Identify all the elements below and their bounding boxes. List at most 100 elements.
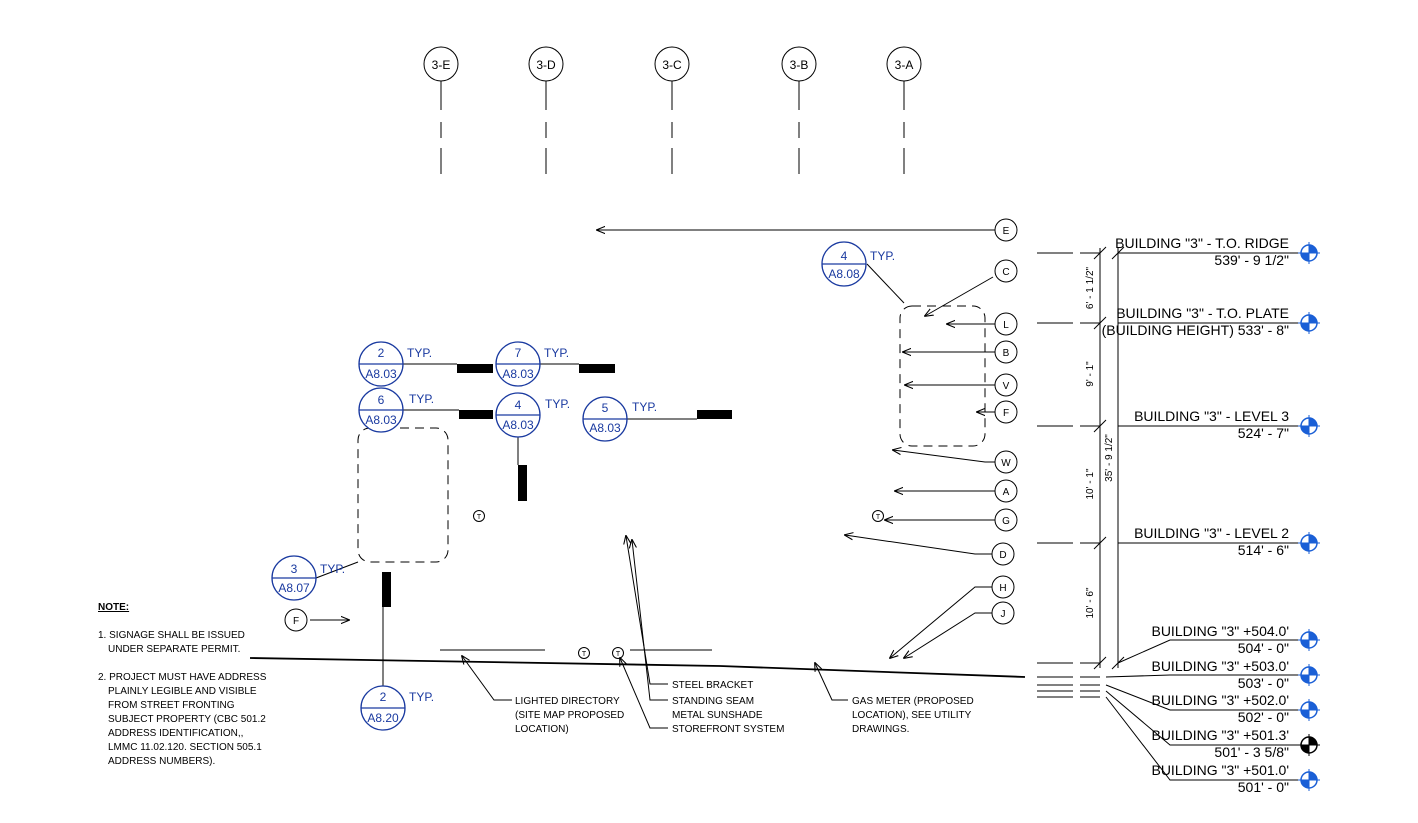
- note-line: PLAINLY LEGIBLE AND VISIBLE: [108, 686, 257, 697]
- keynote-g[interactable]: G: [994, 508, 1018, 532]
- label-leaders: [462, 536, 848, 729]
- grid-label: 3-C: [662, 58, 682, 72]
- callout-typ: TYP.: [320, 562, 345, 576]
- level-elevation: 504' - 0": [1238, 640, 1289, 656]
- level-2: BUILDING "3" - LEVEL 2 514' - 6": [1134, 525, 1289, 558]
- general-notes: NOTE: 1. SIGNAGE SHALL BE ISSUED UNDER S…: [98, 602, 267, 767]
- level-target-icon: [1298, 769, 1320, 791]
- grid-3c: 3-C: [654, 46, 690, 174]
- keynote-f-left[interactable]: F: [284, 608, 308, 632]
- level-elevation: 503' - 0": [1238, 675, 1289, 691]
- dim-l3-l2: 10' - 1": [1085, 468, 1096, 499]
- dim-plate-l3: 9' - 1": [1085, 361, 1096, 387]
- svg-text:T: T: [582, 651, 587, 658]
- keynote-l[interactable]: L: [994, 312, 1018, 336]
- keynote-label: J: [1001, 609, 1006, 620]
- svg-text:LOCATION), SEE UTILITY: LOCATION), SEE UTILITY: [852, 710, 972, 721]
- callout-7-a803[interactable]: 7 A8.03 TYP.: [495, 341, 579, 387]
- level-501: BUILDING "3" +501.0' 501' - 0": [1151, 762, 1289, 795]
- callout-4-a803[interactable]: 4 A8.03 TYP.: [495, 392, 570, 465]
- keynote-v[interactable]: V: [994, 373, 1018, 397]
- keynote-f[interactable]: F: [994, 400, 1018, 424]
- tag-symbols: T T T T: [473, 510, 884, 659]
- callout-3-a807[interactable]: 3 A8.07 TYP.: [271, 555, 359, 601]
- keynote-label: C: [1002, 267, 1009, 278]
- level-name: BUILDING "3" +502.0': [1151, 692, 1289, 708]
- callout-4-a808[interactable]: 4 A8.08 TYP.: [821, 241, 905, 304]
- callout-number: 3: [291, 562, 298, 576]
- level-3: BUILDING "3" - LEVEL 3 524' - 7": [1134, 408, 1289, 441]
- level-elevation: 502' - 0": [1238, 709, 1289, 725]
- lighted-directory-label: LIGHTED DIRECTORY (SITE MAP PROPOSED LOC…: [515, 696, 624, 735]
- callout-sheet: A8.03: [589, 421, 621, 435]
- level-name: BUILDING "3" - T.O. RIDGE: [1115, 235, 1289, 251]
- level-name: BUILDING "3" +503.0': [1151, 658, 1289, 674]
- level-elevation: 501' - 0": [1238, 779, 1289, 795]
- callout-number: 4: [515, 398, 522, 412]
- level-elevation: 514' - 6": [1238, 542, 1289, 558]
- keynote-a[interactable]: A: [994, 479, 1018, 503]
- callout-sheet: A8.03: [502, 367, 534, 381]
- grid-3a: 3-A: [886, 46, 922, 174]
- callout-sheet: A8.03: [365, 413, 397, 427]
- level-elevation: 501' - 3 5/8": [1214, 744, 1289, 760]
- storefront-label: STOREFRONT SYSTEM: [672, 724, 784, 735]
- level-tag-leaders: [1105, 252, 1305, 781]
- keynote-h[interactable]: H: [991, 575, 1015, 599]
- svg-text:LIGHTED DIRECTORY: LIGHTED DIRECTORY: [515, 696, 620, 707]
- dim-l2-base: 10' - 6": [1085, 587, 1096, 618]
- keynote-c[interactable]: C: [994, 259, 1018, 283]
- grid-label: 3-A: [895, 58, 914, 72]
- keynote-label: L: [1003, 320, 1009, 331]
- notes-title: NOTE:: [98, 602, 129, 613]
- level-503: BUILDING "3" +503.0' 503' - 0": [1151, 658, 1289, 691]
- level-502: BUILDING "3" +502.0' 502' - 0": [1151, 692, 1289, 725]
- callout-typ: TYP.: [409, 690, 434, 704]
- level-name: BUILDING "3" - LEVEL 3: [1134, 408, 1289, 424]
- callout-number: 5: [602, 401, 609, 415]
- callout-5-a803[interactable]: 5 A8.03 TYP.: [582, 396, 697, 442]
- level-elevation: (BUILDING HEIGHT) 533' - 8": [1102, 322, 1289, 338]
- callout-2-a803[interactable]: 2 A8.03 TYP.: [358, 341, 457, 387]
- svg-text:GAS METER (PROPOSED: GAS METER (PROPOSED: [852, 696, 974, 707]
- keynote-label: A: [1003, 487, 1010, 498]
- level-elevation: 524' - 7": [1238, 425, 1289, 441]
- grid-label: 3-B: [790, 58, 809, 72]
- keynote-b[interactable]: B: [994, 340, 1018, 364]
- steel-bracket-label: STEEL BRACKET: [672, 680, 753, 691]
- level-name: BUILDING "3" +501.3': [1151, 727, 1289, 743]
- callout-typ: TYP.: [632, 400, 657, 414]
- level-name: BUILDING "3" - LEVEL 2: [1134, 525, 1289, 541]
- callout-6-a803[interactable]: 6 A8.03 TYP.: [358, 387, 459, 433]
- callout-2-a820[interactable]: 2 A8.20 TYP.: [360, 685, 434, 731]
- svg-text:T: T: [876, 514, 881, 521]
- callout-sheet: A8.20: [367, 711, 399, 725]
- level-t-o-ridge: BUILDING "3" - T.O. RIDGE 539' - 9 1/2": [1115, 235, 1289, 268]
- level-target-icon: [1298, 699, 1320, 721]
- tag-symbol: T: [872, 510, 884, 522]
- callout-typ: TYP.: [545, 397, 570, 411]
- product-labels: STEEL BRACKET STANDING SEAM METAL SUNSHA…: [672, 680, 784, 735]
- keynote-label: V: [1003, 381, 1010, 392]
- level-target-icon: [1298, 415, 1320, 437]
- keynote-label: G: [1002, 516, 1010, 527]
- callout-typ: TYP.: [407, 346, 432, 360]
- keynote-d[interactable]: D: [991, 542, 1015, 566]
- level-target-icon: [1298, 312, 1320, 334]
- callout-sheet: A8.03: [365, 367, 397, 381]
- grid-3e: 3-E: [423, 46, 459, 174]
- keynote-w[interactable]: W: [994, 450, 1018, 474]
- note-line: ADDRESS NUMBERS).: [108, 756, 215, 767]
- note-line: FROM STREET FRONTING: [108, 700, 235, 711]
- level-501-3: BUILDING "3" +501.3' 501' - 3 5/8": [1151, 727, 1289, 760]
- ground-line: [249, 649, 1026, 678]
- keynote-e[interactable]: E: [994, 218, 1018, 242]
- gas-meter-label: GAS METER (PROPOSED LOCATION), SEE UTILI…: [852, 696, 974, 735]
- keynote-j[interactable]: J: [991, 601, 1015, 625]
- callout-sheet: A8.08: [828, 267, 860, 281]
- sunshade-label: STANDING SEAM: [672, 696, 754, 707]
- sunshade-label: METAL SUNSHADE: [672, 710, 763, 721]
- level-name: BUILDING "3" +501.0': [1151, 762, 1289, 778]
- svg-text:DRAWINGS.: DRAWINGS.: [852, 724, 909, 735]
- callout-number: 7: [515, 346, 522, 360]
